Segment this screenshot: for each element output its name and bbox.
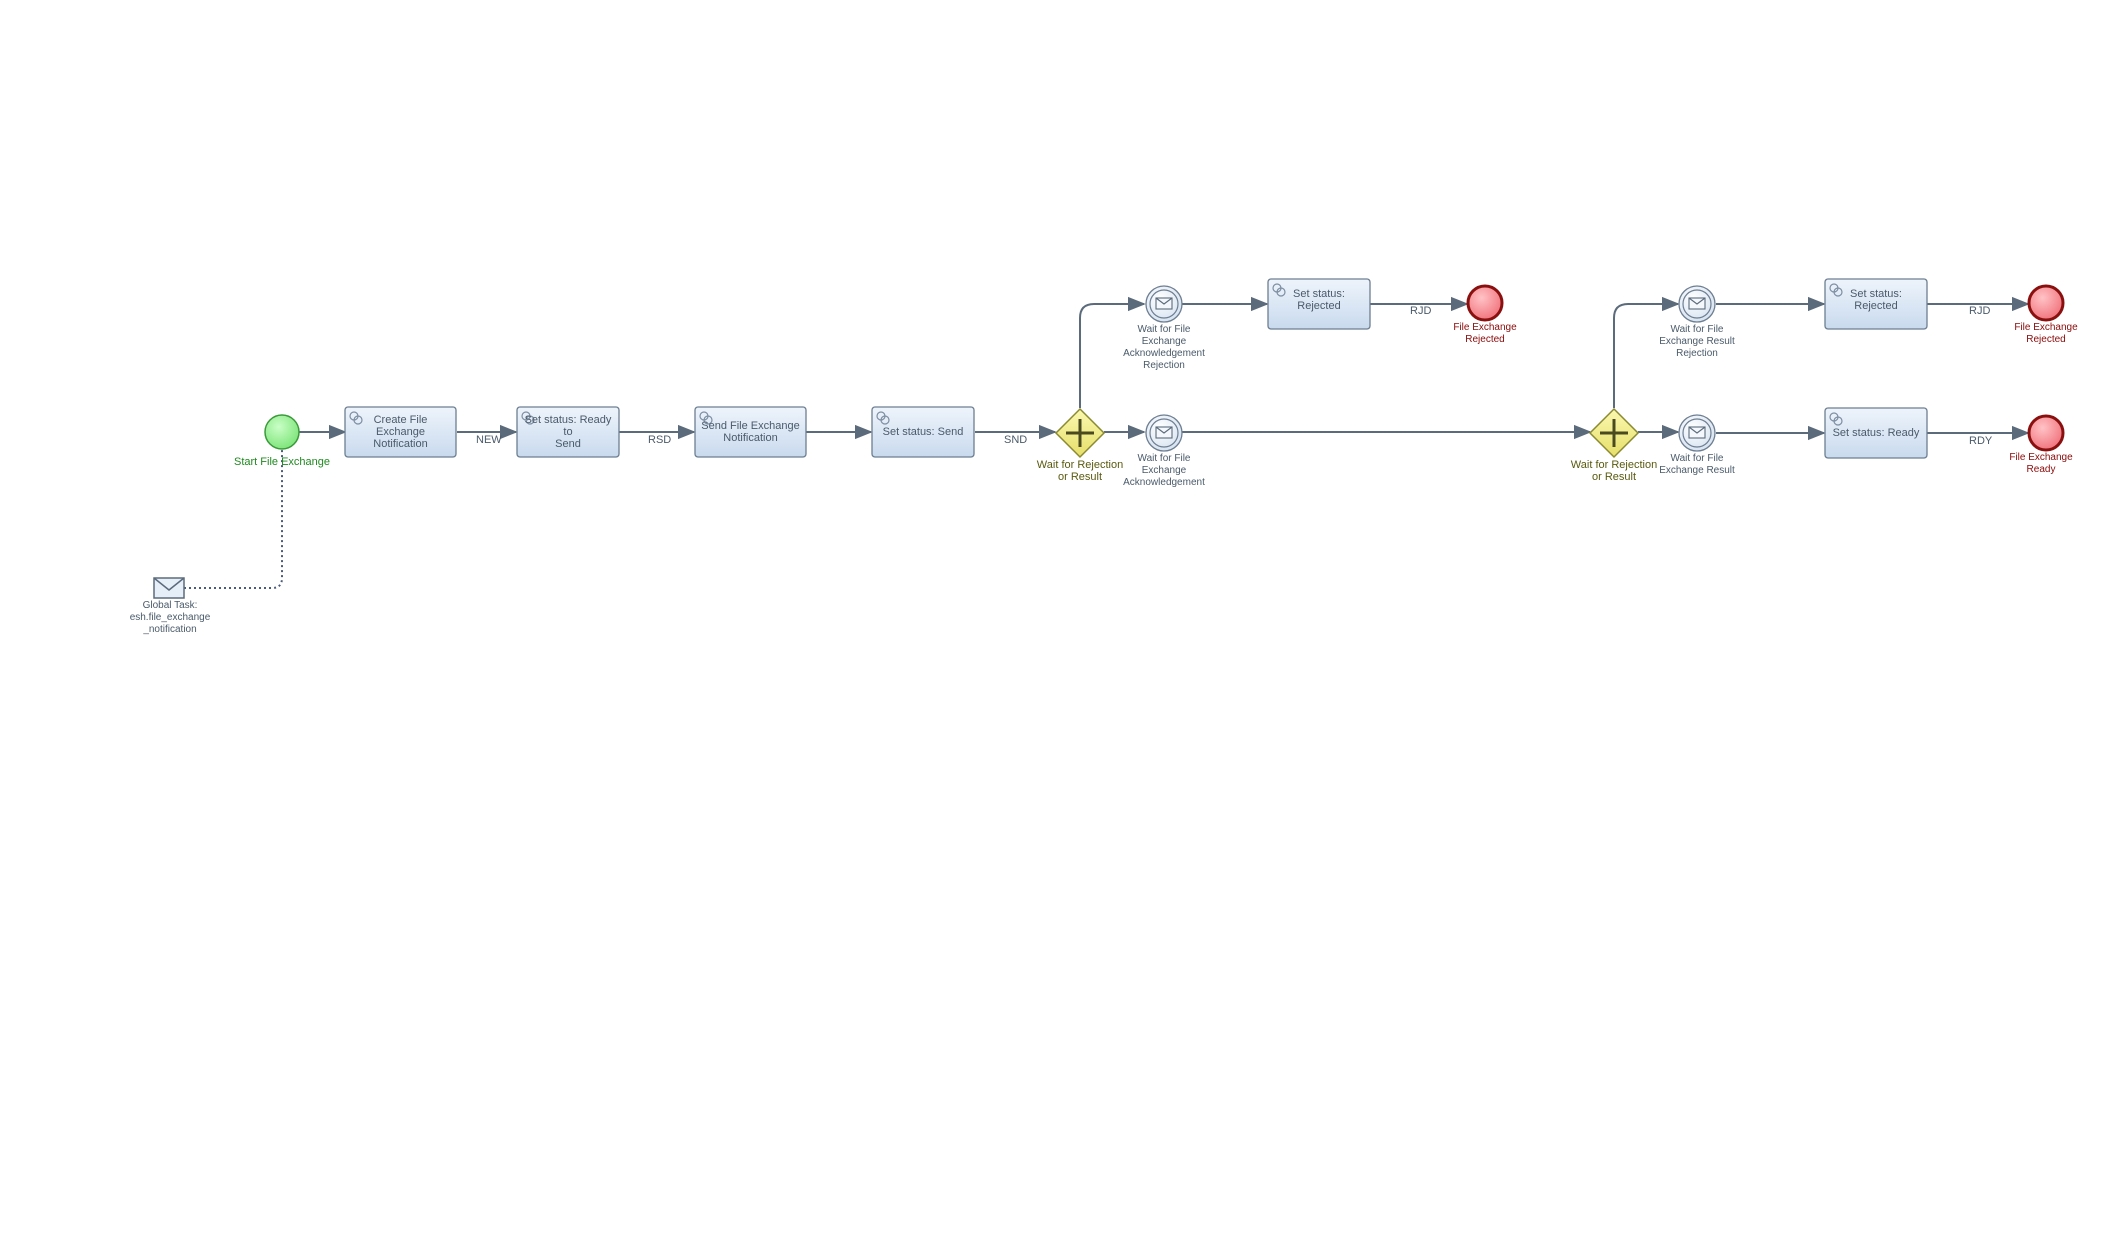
global-task-label-line: esh.file_exchange <box>129 612 211 623</box>
start-event-label: Start File Exchange <box>234 456 330 468</box>
task-set-send-label: Set status: Send <box>872 407 974 457</box>
end-event-rejected-2[interactable] <box>2027 284 2065 322</box>
end-event-label-line: File Exchange <box>1453 322 1517 333</box>
message-event-result[interactable] <box>1678 414 1716 452</box>
message-event-ack-label: Wait for File Exchange Acknowledgement <box>1104 453 1224 489</box>
message-event-label-line: Wait for File <box>1670 324 1724 335</box>
end-event-label-line: Rejected <box>1465 334 1505 345</box>
gear-icon <box>699 411 713 425</box>
message-event-label-line: Wait for File <box>1670 453 1724 464</box>
message-event-result-rejection[interactable] <box>1678 285 1716 323</box>
gateway-label-line: Wait for Rejection <box>1036 459 1124 471</box>
end-event-label-line: File Exchange <box>2009 452 2073 463</box>
task-set-rejected-1-label: Set status: Rejected <box>1268 279 1370 321</box>
flow-label-rjd-2: RJD <box>1969 305 1991 317</box>
task-label-line: Create File Exchange <box>373 414 428 438</box>
message-event-ack-rejection[interactable] <box>1145 285 1183 323</box>
plus-icon <box>1066 419 1094 447</box>
message-event-label-line: Exchange <box>1141 465 1187 476</box>
task-set-ready-label: Set status: Ready <box>1825 408 1927 458</box>
message-event-label-line: Acknowledgement <box>1123 477 1205 488</box>
gateway-label-line: Wait for Rejection <box>1570 459 1658 471</box>
task-set-rejected-2-label: Set status: Rejected <box>1825 279 1927 321</box>
message-event-ack-rejection-label: Wait for File Exchange Acknowledgement R… <box>1104 324 1224 372</box>
plus-icon <box>1600 419 1628 447</box>
task-label-line: Send <box>555 438 581 450</box>
task-label-line: Set status: Rejected <box>1850 288 1902 312</box>
task-create-notification[interactable] <box>344 406 457 458</box>
gear-icon <box>1272 283 1286 297</box>
gear-icon <box>1829 412 1843 426</box>
flow-label-rdy: RDY <box>1969 435 1993 447</box>
end-event-ready[interactable] <box>2027 414 2065 452</box>
message-event-label-line: Exchange Result <box>1659 465 1735 476</box>
message-event-ack[interactable] <box>1145 414 1183 452</box>
envelope-icon <box>1155 426 1173 439</box>
task-ready-to-send[interactable] <box>516 406 620 458</box>
message-event-label-line: Rejection <box>1143 360 1185 371</box>
task-set-rejected-1[interactable] <box>1267 278 1371 330</box>
end-event-label-line: Rejected <box>2026 334 2066 345</box>
envelope-icon <box>1688 426 1706 439</box>
end-event-rejected-2-label: File Exchange Rejected <box>1986 322 2101 346</box>
flow-label-rjd-1: RJD <box>1410 305 1432 317</box>
end-event-ready-label: File Exchange Ready <box>1986 452 2096 476</box>
gateway-1[interactable] <box>1054 407 1106 459</box>
flow-gw2-to-resrej[interactable] <box>1613 296 1680 408</box>
envelope-icon <box>1688 297 1706 310</box>
task-label-line: Set status: Ready <box>1832 427 1920 439</box>
envelope-icon <box>1155 297 1173 310</box>
sequence-flows <box>299 296 2030 441</box>
gear-icon <box>521 411 535 425</box>
task-label-line: Notification <box>373 438 428 450</box>
message-event-label-line: Wait for File <box>1137 453 1191 464</box>
task-label-line: Set status: Rejected <box>1293 288 1345 312</box>
gateway-label-line: or Result <box>1057 471 1103 483</box>
end-event-rejected-1-label: File Exchange Rejected <box>1425 322 1545 346</box>
flow-gw1-to-ackrej[interactable] <box>1079 296 1146 408</box>
message-event-label-line: Acknowledgement <box>1123 348 1205 359</box>
gateway-2-label: Wait for Rejection or Result <box>1554 459 1674 483</box>
gear-icon <box>349 411 363 425</box>
end-event-label-line: Ready <box>2026 464 2056 475</box>
global-task-envelope-icon[interactable] <box>153 577 185 599</box>
message-event-result-rejection-label: Wait for File Exchange Result Rejection <box>1637 324 1757 360</box>
message-event-label-line: Rejection <box>1676 348 1718 359</box>
end-event-rejected-1[interactable] <box>1466 284 1504 322</box>
task-send-notification[interactable] <box>694 406 807 458</box>
gear-icon <box>876 411 890 425</box>
gateway-2[interactable] <box>1588 407 1640 459</box>
flow-label-snd: SND <box>1004 434 1028 446</box>
gateway-1-label: Wait for Rejection or Result <box>1020 459 1140 483</box>
task-set-ready[interactable] <box>1824 407 1928 459</box>
end-event-label-line: File Exchange <box>2014 322 2078 333</box>
gear-icon <box>1829 283 1843 297</box>
global-task-label-line: _notification <box>143 624 197 635</box>
tasks <box>344 278 1928 459</box>
task-set-rejected-2[interactable] <box>1824 278 1928 330</box>
message-event-label-line: Wait for File <box>1137 324 1191 335</box>
task-label-line: Send File Exchange <box>701 420 800 432</box>
flow-label-rsd: RSD <box>648 434 672 446</box>
task-set-send[interactable] <box>871 406 975 458</box>
flow-label-new: NEW <box>476 434 502 446</box>
message-event-label-line: Exchange <box>1141 336 1187 347</box>
global-task-label-line: Global Task: <box>142 600 198 611</box>
message-event-result-label: Wait for File Exchange Result <box>1637 453 1757 477</box>
gateway-label-line: or Result <box>1591 471 1637 483</box>
message-event-label-line: Exchange Result <box>1659 336 1735 347</box>
start-event-circle[interactable] <box>264 414 300 450</box>
task-label-line: Set status: Ready to <box>524 414 612 438</box>
task-label-line: Set status: Send <box>882 426 964 438</box>
message-association <box>184 450 283 589</box>
global-task-label: Global Task: esh.file_exchange _notifica… <box>110 600 230 636</box>
task-label-line: Notification <box>723 432 778 444</box>
